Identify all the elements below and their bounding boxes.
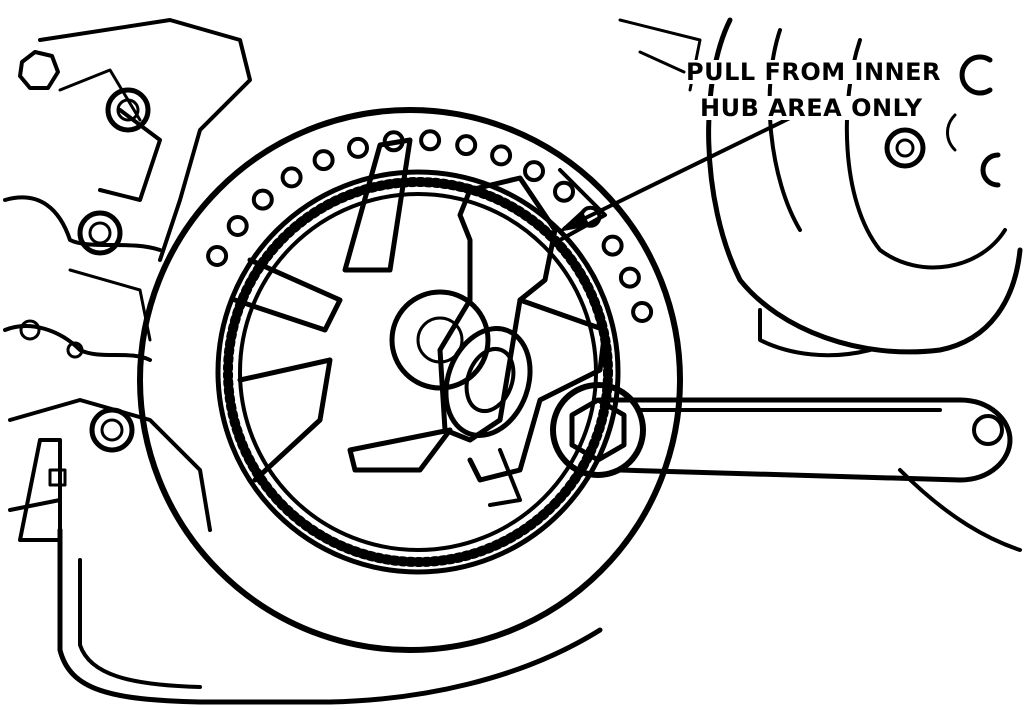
bolt-icon bbox=[18, 50, 60, 90]
timing-hole bbox=[490, 144, 513, 167]
timing-hole bbox=[455, 134, 478, 157]
bolt-icon bbox=[77, 210, 123, 256]
timing-hole bbox=[618, 266, 641, 289]
puller-tool-icon bbox=[437, 175, 608, 507]
timing-hole bbox=[226, 215, 249, 237]
bolt-icon bbox=[89, 407, 135, 453]
timing-hole bbox=[419, 129, 442, 152]
block-bolts bbox=[18, 50, 151, 453]
timing-hole bbox=[280, 166, 303, 189]
timing-hole bbox=[206, 245, 229, 267]
timing-hole bbox=[347, 136, 369, 159]
timing-hole bbox=[601, 234, 624, 257]
timing-hole bbox=[251, 188, 274, 211]
arrow-icon bbox=[558, 50, 792, 232]
timing-hole bbox=[312, 149, 335, 172]
timing-hole bbox=[553, 180, 575, 203]
bolt-icon bbox=[105, 87, 151, 133]
callout-line-2: HUB AREA ONLY bbox=[700, 94, 923, 122]
timing-hole bbox=[631, 301, 654, 323]
pulley-spokes bbox=[232, 137, 607, 483]
engine-block-outline bbox=[3, 18, 603, 705]
callout-line-1: PULL FROM INNER bbox=[686, 58, 942, 86]
timing-hole bbox=[523, 160, 545, 183]
wrench-icon bbox=[550, 382, 1022, 552]
